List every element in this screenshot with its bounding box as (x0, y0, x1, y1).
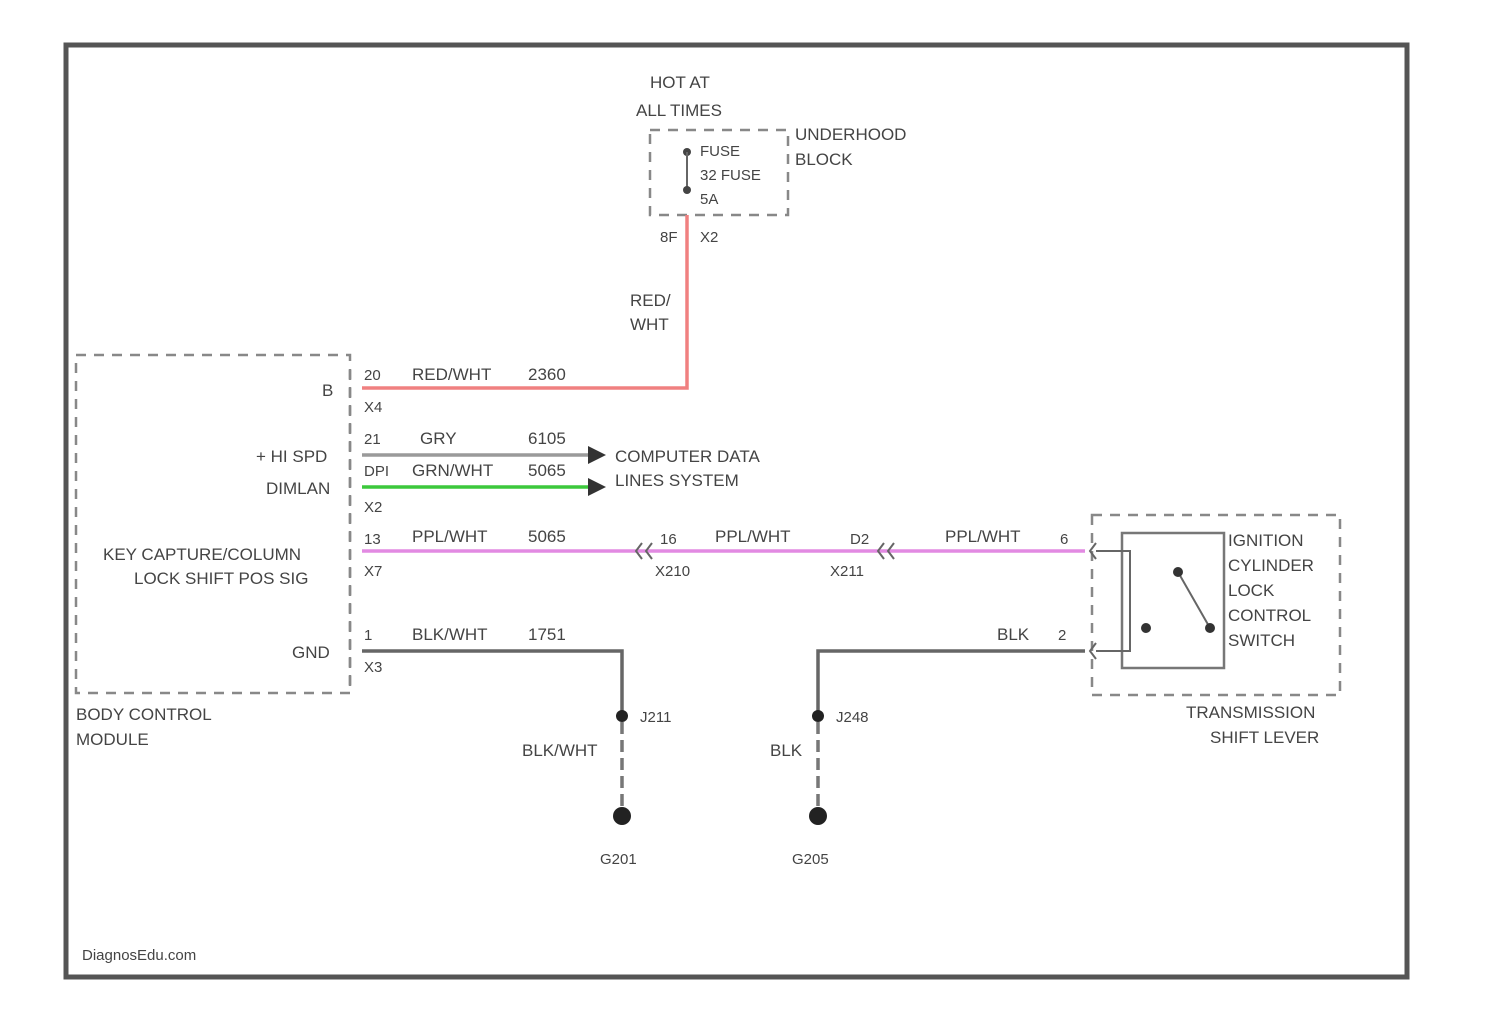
switch-pin-6: 6 (1060, 531, 1068, 548)
fuse-terminal-bottom (683, 186, 691, 194)
switch-pivot (1173, 567, 1183, 577)
ppl-wht-wire-circuit: 5065 (528, 527, 566, 546)
gry-wire-label: GRY (420, 429, 457, 448)
watermark: DiagnosEdu.com (82, 947, 196, 964)
switch-label-4: CONTROL (1228, 606, 1311, 625)
can-pin-2: DPI (364, 463, 389, 480)
bcm-pin-b-label: B (322, 381, 333, 400)
switch-label-5: SWITCH (1228, 631, 1295, 650)
switch-contact-open (1141, 623, 1151, 633)
key-capture-label-1: KEY CAPTURE/COLUMN (103, 545, 301, 564)
splice-j211 (616, 710, 628, 722)
connector-x211-pin: D2 (850, 531, 869, 548)
computer-data-lines-label-1: COMPUTER DATA (615, 447, 760, 466)
ground-g201-symbol (613, 807, 631, 825)
can-connector: X2 (364, 499, 382, 516)
can-high-label: + HI SPD (256, 447, 327, 466)
blk-wire-pin: 2 (1058, 627, 1066, 644)
shift-lever-label-2: SHIFT LEVER (1210, 728, 1319, 747)
switch-label-1: IGNITION (1228, 531, 1304, 550)
ppl-wht-wire-label-3: PPL/WHT (945, 527, 1021, 546)
bcm-ground-pin: 1 (364, 627, 372, 644)
all-times-label: ALL TIMES (636, 101, 722, 120)
fuse-connector-name: X2 (700, 229, 718, 246)
switch-label-2: CYLINDER (1228, 556, 1314, 575)
block-label: BLOCK (795, 150, 853, 169)
connector-x210-pin: 16 (660, 531, 677, 548)
fuse-label: FUSE (700, 143, 740, 160)
connector-x210-name: X210 (655, 563, 690, 580)
switch-contact-closed (1205, 623, 1215, 633)
ppl-wht-wire-label-2: PPL/WHT (715, 527, 791, 546)
splice-j248 (812, 710, 824, 722)
bcm-module-label: MODULE (76, 730, 149, 749)
red-wht-wire-label: RED/WHT (412, 365, 491, 384)
bcm-ground-label: GND (292, 643, 330, 662)
hot-at-label: HOT AT (650, 73, 710, 92)
splice-j211-label: J211 (640, 709, 671, 726)
computer-data-lines-label-2: LINES SYSTEM (615, 471, 739, 490)
gry-wire-circuit: 6105 (528, 429, 566, 448)
bcm-pin-b-connector: X4 (364, 399, 382, 416)
key-capture-pin: 13 (364, 531, 381, 548)
can-low-label: DIMLAN (266, 479, 330, 498)
grn-wire-label: GRN/WHT (412, 461, 493, 480)
shift-lever-label-1: TRANSMISSION (1186, 703, 1315, 722)
fuse-rating-label: 5A (700, 191, 718, 208)
fuse-connector-pin: 8F (660, 229, 678, 246)
fuse-number-label: 32 FUSE (700, 167, 761, 184)
red-wht-circuit: 2360 (528, 365, 566, 384)
blk-wht-wire-label: BLK/WHT (412, 625, 488, 644)
switch-label-3: LOCK (1228, 581, 1275, 600)
ppl-wht-wire-label-1: PPL/WHT (412, 527, 488, 546)
can-pin-1: 21 (364, 431, 381, 448)
blk-wire-label: BLK (997, 625, 1030, 644)
splice-j211-wire-label: BLK/WHT (522, 741, 598, 760)
feed-wire-color-1: RED/ (630, 291, 671, 310)
feed-wire-color-2: WHT (630, 315, 669, 334)
ground-g201-label: G201 (600, 851, 637, 868)
key-capture-label-2: LOCK SHIFT POS SIG (134, 569, 308, 588)
blk-wht-wire-circuit: 1751 (528, 625, 566, 644)
bcm-name-label: BODY CONTROL (76, 705, 212, 724)
diagram-frame (66, 45, 1407, 977)
ground-g205-symbol (809, 807, 827, 825)
bcm-pin-b-number: 20 (364, 367, 381, 384)
splice-j248-wire-label: BLK (770, 741, 803, 760)
ground-g205-label: G205 (792, 851, 829, 868)
underhood-label: UNDERHOOD (795, 125, 906, 144)
bcm-ground-connector: X3 (364, 659, 382, 676)
key-capture-connector: X7 (364, 563, 382, 580)
connector-x211-name: X211 (830, 563, 864, 580)
grn-wire-circuit: 5065 (528, 461, 566, 480)
splice-j248-label: J248 (836, 709, 869, 726)
